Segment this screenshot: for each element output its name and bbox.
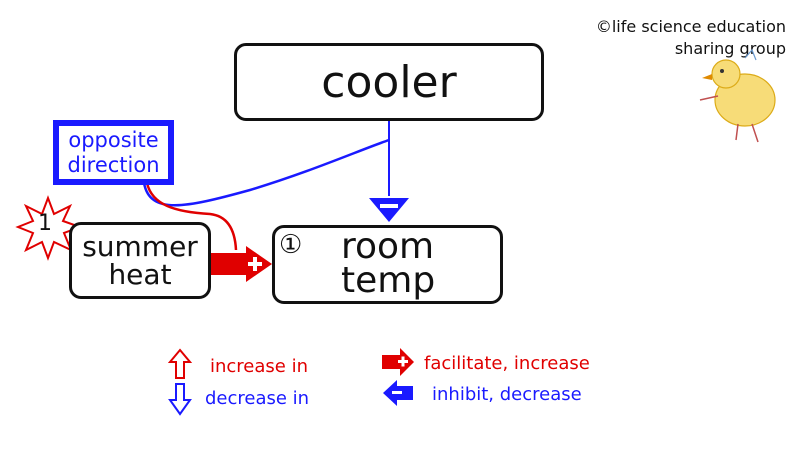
- opposite-line-1: opposite: [68, 127, 159, 152]
- node-summer-heat: summer heat: [69, 222, 211, 299]
- inhibit-arrowhead: [369, 198, 409, 222]
- legend-increase-icon: [167, 348, 193, 379]
- heat-line-2: heat: [108, 257, 172, 291]
- legend-decrease-icon: [168, 383, 192, 416]
- opposite-to-heat-curve: [145, 182, 238, 251]
- node-room-temp: ① room temp: [272, 225, 503, 304]
- node-cooler: cooler: [234, 43, 544, 121]
- legend-inhibit-icon: [383, 380, 413, 406]
- burst-label: 1: [38, 211, 52, 236]
- facilitate-arrow: [211, 246, 272, 282]
- legend-facilitate-label: facilitate, increase: [424, 353, 590, 374]
- room-line-1: room: [341, 226, 435, 267]
- opposite-line-2: direction: [67, 152, 160, 177]
- copyright-notice: ©life science education sharing group: [596, 16, 786, 60]
- copyright-line-2: sharing group: [674, 39, 786, 58]
- legend-increase-label: increase in: [210, 356, 308, 377]
- legend-facilitate-icon: [382, 348, 414, 376]
- legend-inhibit-label: inhibit, decrease: [432, 384, 582, 405]
- node-cooler-label: cooler: [321, 56, 457, 108]
- room-line-2: temp: [341, 260, 436, 301]
- heat-line-1: summer: [82, 229, 198, 263]
- node-opposite-direction: opposite direction: [53, 120, 174, 185]
- legend-decrease-label: decrease in: [205, 388, 310, 409]
- copyright-line-1: ©life science education: [595, 17, 786, 36]
- room-number-badge: ①: [279, 230, 303, 260]
- burst-shape: [15, 195, 83, 261]
